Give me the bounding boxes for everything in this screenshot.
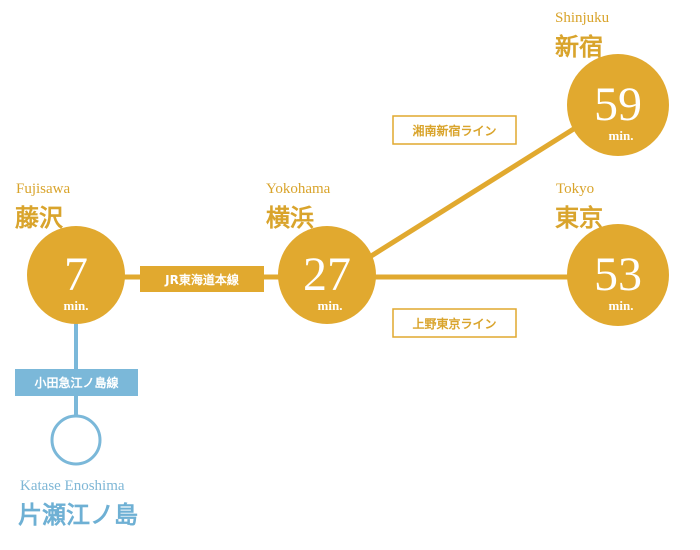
station-name-en: Tokyo: [556, 181, 594, 197]
station-circle: [567, 224, 669, 326]
label-ueno-tokyo: 上野東京ライン: [392, 308, 517, 338]
label-shonan-shinjuku-text: 湘南新宿ライン: [412, 123, 496, 138]
station-name-ja: 新宿: [555, 32, 603, 61]
station-minutes: 27: [303, 248, 351, 301]
station-katase-enoshima: Katase Enoshima 片瀬江ノ島: [18, 414, 138, 529]
station-unit: min.: [64, 298, 89, 313]
label-odakyu-text: 小田急江ノ島線: [34, 375, 118, 390]
station-minutes: 53: [594, 248, 642, 301]
station-name-en: Fujisawa: [16, 181, 71, 197]
station-name-en: Shinjuku: [555, 10, 610, 26]
station-fujisawa: Fujisawa 藤沢 7 min.: [15, 181, 125, 324]
label-shonan-shinjuku: 湘南新宿ライン: [392, 115, 517, 145]
station-circle: [567, 54, 669, 156]
label-tokaido: JR東海道本線: [140, 266, 264, 292]
station-minutes: 7: [64, 248, 88, 301]
station-circle: [50, 414, 102, 466]
station-unit: min.: [318, 298, 343, 313]
label-odakyu: 小田急江ノ島線: [15, 369, 138, 396]
station-name-ja: 横浜: [266, 203, 314, 232]
label-tokaido-text: JR東海道本線: [164, 272, 239, 287]
station-name-ja: 東京: [555, 203, 603, 232]
station-circle: [27, 226, 125, 324]
station-shinjuku: Shinjuku 新宿 59 min.: [555, 10, 669, 156]
station-yokohama: Yokohama 横浜 27 min.: [266, 181, 376, 324]
line-shonan-shinjuku: [366, 122, 582, 261]
station-name-ja: 片瀬江ノ島: [18, 500, 138, 529]
station-unit: min.: [609, 128, 634, 143]
label-ueno-tokyo-text: 上野東京ライン: [412, 316, 496, 331]
station-unit: min.: [609, 298, 634, 313]
station-circle: [278, 226, 376, 324]
station-name-ja: 藤沢: [15, 203, 64, 232]
station-name-en: Yokohama: [266, 181, 331, 197]
station-tokyo: Tokyo 東京 53 min.: [555, 181, 669, 326]
station-name-en: Katase Enoshima: [20, 478, 125, 494]
station-minutes: 59: [594, 78, 642, 131]
